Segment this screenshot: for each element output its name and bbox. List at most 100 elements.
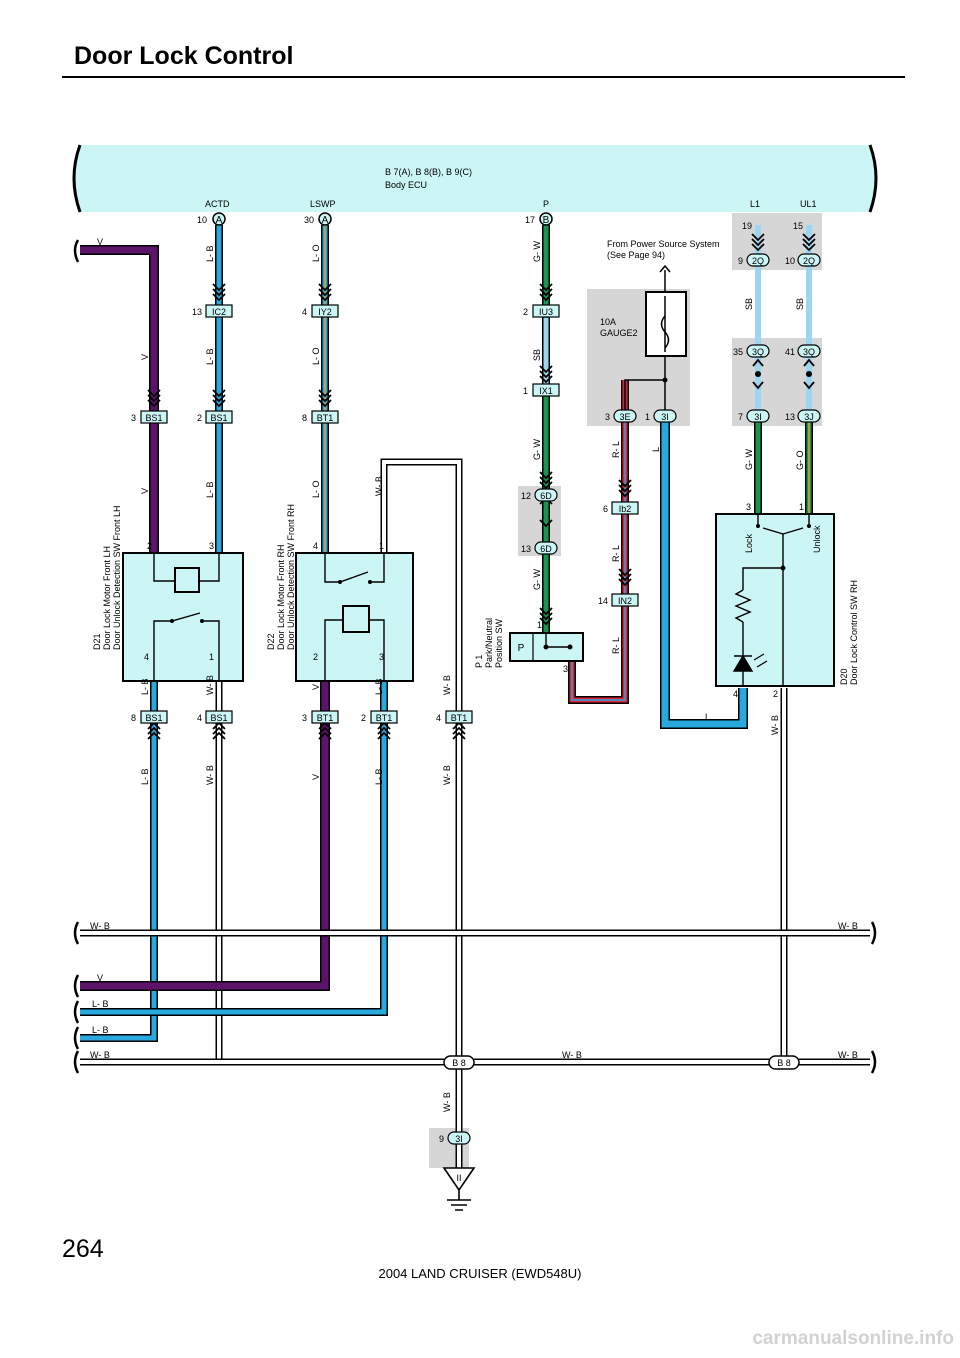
svg-text:L- B: L- B <box>374 768 384 785</box>
svg-text:Door Lock Motor Front LH: Door Lock Motor Front LH <box>102 546 112 650</box>
svg-text:W- B: W- B <box>562 1050 582 1060</box>
svg-text:1: 1 <box>799 502 804 512</box>
wire-v-bottom <box>80 680 329 990</box>
svg-text:2: 2 <box>523 307 528 317</box>
ground-ii: II <box>442 1167 476 1211</box>
svg-text:G- W: G- W <box>532 569 542 590</box>
svg-text:8: 8 <box>131 713 136 723</box>
svg-text:IY2: IY2 <box>318 307 332 317</box>
svg-text:4: 4 <box>197 713 202 723</box>
svg-text:6D: 6D <box>540 544 552 554</box>
ecu-right-edge <box>868 144 878 213</box>
svg-text:P: P <box>518 643 525 654</box>
svg-text:4: 4 <box>144 652 149 662</box>
svg-text:4: 4 <box>302 307 307 317</box>
ground-b8-left: B 8 <box>443 1055 475 1070</box>
connector-6d-bottom: 6D 13 <box>521 541 558 555</box>
title-rule <box>62 76 905 78</box>
svg-text:BT1: BT1 <box>317 413 334 423</box>
svg-text:9: 9 <box>439 1134 444 1144</box>
svg-text:IX1: IX1 <box>539 386 553 396</box>
svg-text:13: 13 <box>192 307 202 317</box>
connector-bs1-2: BS1 2 <box>197 410 233 424</box>
ecu-terminal-p: P <box>543 199 549 209</box>
connector-bt1-4: BT1 4 <box>436 710 473 724</box>
svg-text:V: V <box>97 973 103 983</box>
svg-text:W- B: W- B <box>770 715 780 735</box>
ecu-terminal-lswp: LSWP <box>310 199 336 209</box>
svg-text:W- B: W- B <box>442 765 452 785</box>
component-d20: 3 1 4 2 <box>715 502 835 699</box>
svg-text:2: 2 <box>197 413 202 423</box>
svg-text:10: 10 <box>785 256 795 266</box>
svg-text:Door Lock Motor Front RH: Door Lock Motor Front RH <box>276 544 286 650</box>
svg-text:V: V <box>140 488 150 494</box>
svg-text:V: V <box>140 354 150 360</box>
svg-text:II: II <box>456 1173 461 1183</box>
svg-text:L- B: L- B <box>205 245 215 262</box>
svg-text:3I: 3I <box>455 1134 463 1144</box>
svg-text:Position SW: Position SW <box>494 618 504 668</box>
ecu-name: Body ECU <box>385 180 427 190</box>
svg-text:R- L: R- L <box>611 545 621 562</box>
d20-lock-label: Lock <box>744 533 754 553</box>
svg-text:V: V <box>311 684 321 690</box>
ecu-ref: B 7(A), B 8(B), B 9(C) <box>385 167 472 177</box>
svg-text:IU3: IU3 <box>539 307 553 317</box>
svg-text:10A: 10A <box>600 317 616 327</box>
connector-bt1-3: BT1 3 <box>302 710 339 724</box>
svg-text:W- B: W- B <box>90 921 110 931</box>
svg-text:G- W: G- W <box>744 449 754 470</box>
wire-label-v: V <box>97 237 103 247</box>
connector-ib2: Ib2 6 <box>603 501 639 515</box>
svg-text:L- B: L- B <box>205 348 215 365</box>
svg-text:D22: D22 <box>266 633 276 650</box>
connector-3q-r: 3Q 41 <box>785 344 821 358</box>
svg-text:4: 4 <box>313 541 318 551</box>
svg-text:W- B: W- B <box>374 476 384 496</box>
svg-text:D20: D20 <box>839 668 849 685</box>
wire-wb-d22 <box>382 460 461 1062</box>
svg-text:13: 13 <box>785 412 795 422</box>
svg-text:B 8: B 8 <box>452 1058 466 1068</box>
svg-text:Ib2: Ib2 <box>619 504 632 514</box>
svg-text:L- O: L- O <box>311 347 321 365</box>
svg-text:9: 9 <box>738 256 743 266</box>
svg-text:1: 1 <box>523 386 528 396</box>
svg-text:W- B: W- B <box>838 1050 858 1060</box>
svg-text:2: 2 <box>773 689 778 699</box>
svg-text:10: 10 <box>197 215 207 225</box>
connector-3i-power: 3I 1 <box>645 409 677 423</box>
svg-text:W- B: W- B <box>442 1092 452 1112</box>
svg-text:B 8: B 8 <box>777 1058 791 1068</box>
svg-text:W- B: W- B <box>838 921 858 931</box>
ecu-terminal-ul1: UL1 <box>800 199 817 209</box>
svg-text:3E: 3E <box>619 412 630 422</box>
connector-3q-l: 3Q 35 <box>733 344 770 358</box>
connector-ix1: IX1 1 <box>523 383 560 397</box>
connector-3j: 3J 13 <box>785 409 821 423</box>
svg-text:6: 6 <box>603 504 608 514</box>
svg-text:A: A <box>322 215 329 226</box>
ecu-body <box>74 145 876 212</box>
svg-text:L- O: L- O <box>311 244 321 262</box>
svg-text:14: 14 <box>598 596 608 606</box>
svg-text:W- B: W- B <box>205 765 215 785</box>
ground-b8-right: B 8 <box>768 1055 800 1070</box>
svg-text:L- B: L- B <box>205 481 215 498</box>
svg-text:3Q: 3Q <box>752 347 764 357</box>
svg-text:1: 1 <box>537 620 542 630</box>
power-source-page: (See Page 94) <box>607 250 665 260</box>
svg-text:GAUGE2: GAUGE2 <box>600 328 638 338</box>
svg-text:41: 41 <box>785 347 795 357</box>
connector-3e: 3E 3 <box>605 409 637 423</box>
svg-text:R- L: R- L <box>611 441 621 458</box>
svg-text:IC2: IC2 <box>212 307 226 317</box>
svg-text:7: 7 <box>738 412 743 422</box>
svg-text:Door Unlock Detection SW Front: Door Unlock Detection SW Front LH <box>112 505 122 650</box>
component-d22: 4 1 2 3 <box>295 541 414 682</box>
svg-text:17: 17 <box>525 215 535 225</box>
footer-model: 2004 LAND CRUISER (EWD548U) <box>378 1266 582 1281</box>
svg-text:3: 3 <box>746 502 751 512</box>
svg-text:3Q: 3Q <box>803 347 815 357</box>
